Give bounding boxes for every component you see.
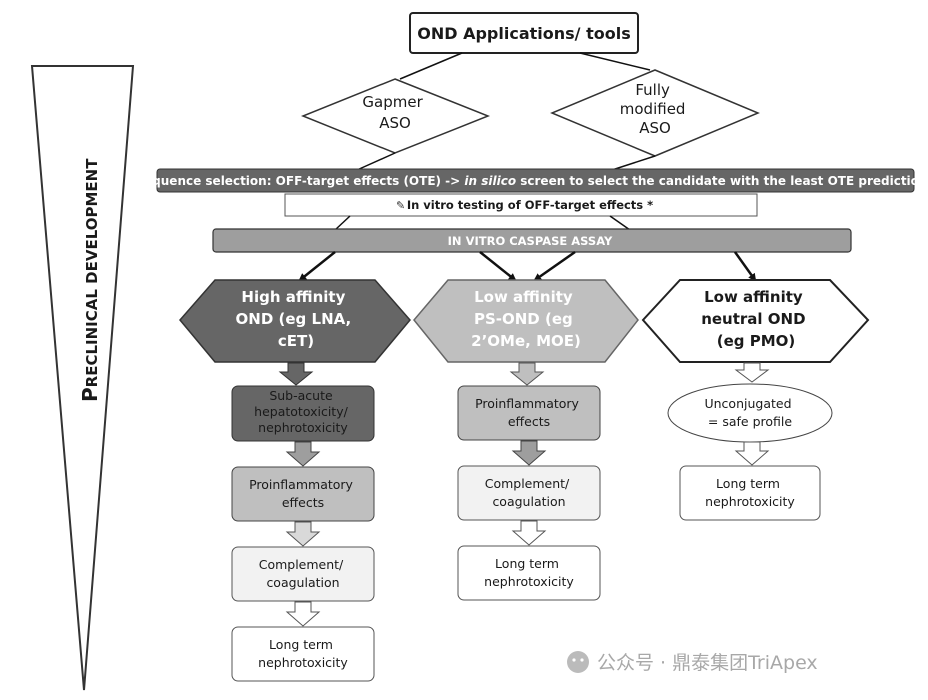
high-line-3: cET)	[278, 332, 314, 350]
high-arrow-4	[285, 601, 321, 627]
unconjugated-text: Unconjugated = safe profile	[704, 396, 795, 429]
fully-line-2: modified	[620, 100, 686, 118]
high-box-complement-text: Complement/ coagulation	[259, 557, 348, 590]
neutral-arrow-2	[734, 441, 770, 466]
preclinical-label: PRECLINICAL DEVELOPMENT	[78, 158, 102, 402]
title-to-fully-line	[579, 52, 651, 71]
gapmer-text: Gapmer ASO	[362, 93, 427, 132]
title-to-gapmer-line	[399, 52, 463, 80]
neutral-long-line-2: nephrotoxicity	[705, 494, 795, 509]
high-line-2: OND (eg LNA,	[236, 310, 352, 328]
high-comp-line-2: coagulation	[266, 575, 339, 590]
lowps-arrow-3	[511, 520, 547, 546]
neutral-line-3: (eg PMO)	[717, 332, 796, 350]
seq-to-caspase-right	[609, 215, 631, 231]
neutral-line-1: Low affinity	[704, 288, 803, 306]
unconj-line-2: = safe profile	[708, 414, 792, 429]
low-affinity-ps-hexagon	[413, 279, 639, 363]
neutral-box-longterm-text: Long term nephrotoxicity	[705, 476, 795, 509]
title-text: OND Applications/ tools	[417, 24, 630, 43]
in-vitro-testing-text: In vitro testing of OFF-target effects *	[407, 198, 653, 212]
lowps-proinf-line-1: Proinflammatory	[475, 396, 579, 411]
neutral-long-line-1: Long term	[716, 476, 780, 491]
high-affinity-hexagon	[179, 279, 411, 363]
neutral-arrow-1	[734, 362, 770, 383]
high-arrow-1	[278, 362, 314, 386]
watermark: 公众号 · 鼎泰集团TriApex	[567, 651, 818, 674]
low-affinity-neutral-hexagon	[641, 279, 870, 363]
high-affinity-text: High affinity OND (eg LNA, cET)	[236, 288, 357, 350]
high-box-subacute-text: Sub-acute hepatotoxicity/ nephrotoxicity	[254, 388, 352, 435]
in-vitro-testing-bar	[284, 193, 758, 217]
subacute-line-1: Sub-acute	[269, 388, 333, 403]
caspase-assay-bar	[212, 228, 852, 253]
lowps-box-longterm	[457, 545, 601, 601]
lowps-long-line-2: nephrotoxicity	[484, 574, 574, 589]
fully-down-line	[611, 155, 656, 171]
seq-to-caspase-left	[334, 215, 351, 231]
lowps-line-3: 2’OMe, MOE)	[471, 332, 581, 350]
arrow-to-low-ps-right	[533, 250, 576, 282]
subacute-line-2: hepatotoxicity/	[254, 404, 348, 419]
lowps-comp-line-1: Complement/	[485, 476, 570, 491]
sequence-selection-text: Sequence selection: OFF-target effects (…	[135, 174, 928, 188]
unconjugated-ellipse	[667, 383, 833, 443]
high-long-line-1: Long term	[269, 637, 333, 652]
high-long-line-2: nephrotoxicity	[258, 655, 348, 670]
gapmer-down-line	[356, 152, 396, 171]
caspase-assay-text: IN VITRO CASPASE ASSAY	[448, 234, 613, 248]
watermark-text: 公众号 · 鼎泰集团TriApex	[597, 652, 818, 674]
lowps-proinf-line-2: effects	[508, 414, 550, 429]
lowps-line-2: PS-OND (eg	[474, 310, 573, 328]
lowps-comp-line-2: coagulation	[492, 494, 565, 509]
fully-line-1: Fully	[635, 81, 670, 99]
unconj-line-1: Unconjugated	[704, 396, 791, 411]
neutral-line-2: neutral OND	[701, 310, 805, 328]
gapmer-line-1: Gapmer	[362, 93, 423, 111]
lowps-box-proinflammatory-text: Proinflammatory effects	[475, 396, 583, 429]
lowps-long-line-1: Long term	[495, 556, 559, 571]
lowps-box-complement-text: Complement/ coagulation	[485, 476, 574, 509]
low-affinity-ps-text: Low affinity PS-OND (eg 2’OMe, MOE)	[471, 288, 581, 350]
fully-line-3: ASO	[639, 119, 671, 137]
arrow-to-neutral	[733, 251, 757, 282]
high-box-longterm	[231, 626, 375, 682]
high-comp-line-1: Complement/	[259, 557, 344, 572]
low-affinity-neutral-text: Low affinity neutral OND (eg PMO)	[701, 288, 811, 350]
neutral-box-longterm	[679, 465, 821, 521]
high-box-proinflammatory	[231, 466, 375, 522]
lowps-arrow-2	[511, 440, 547, 466]
high-arrow-2	[285, 441, 321, 467]
high-proinf-line-1: Proinflammatory	[249, 477, 353, 492]
pin-icon: ✎	[396, 199, 405, 212]
high-box-complement	[231, 546, 375, 602]
sequence-selection-bar	[156, 168, 915, 193]
subacute-line-3: nephrotoxicity	[258, 420, 348, 435]
high-arrow-3	[285, 521, 321, 547]
lowps-box-proinflammatory	[457, 385, 601, 441]
wechat-icon	[567, 651, 589, 673]
arrow-to-low-ps-left	[479, 251, 517, 282]
high-line-1: High affinity	[241, 288, 345, 306]
title-box	[409, 12, 639, 54]
gapmer-line-2: ASO	[379, 114, 411, 132]
lowps-box-complement	[457, 465, 601, 521]
arrow-to-high	[298, 251, 336, 282]
lowps-line-1: Low affinity	[474, 288, 573, 306]
lowps-arrow-1	[509, 362, 545, 386]
fully-modified-text: Fully modified ASO	[620, 81, 690, 137]
high-box-proinflammatory-text: Proinflammatory effects	[249, 477, 357, 510]
high-proinf-line-2: effects	[282, 495, 324, 510]
preclinical-triangle	[30, 65, 135, 691]
high-box-subacute	[231, 385, 375, 442]
lowps-box-longterm-text: Long term nephrotoxicity	[484, 556, 574, 589]
high-box-longterm-text: Long term nephrotoxicity	[258, 637, 348, 670]
